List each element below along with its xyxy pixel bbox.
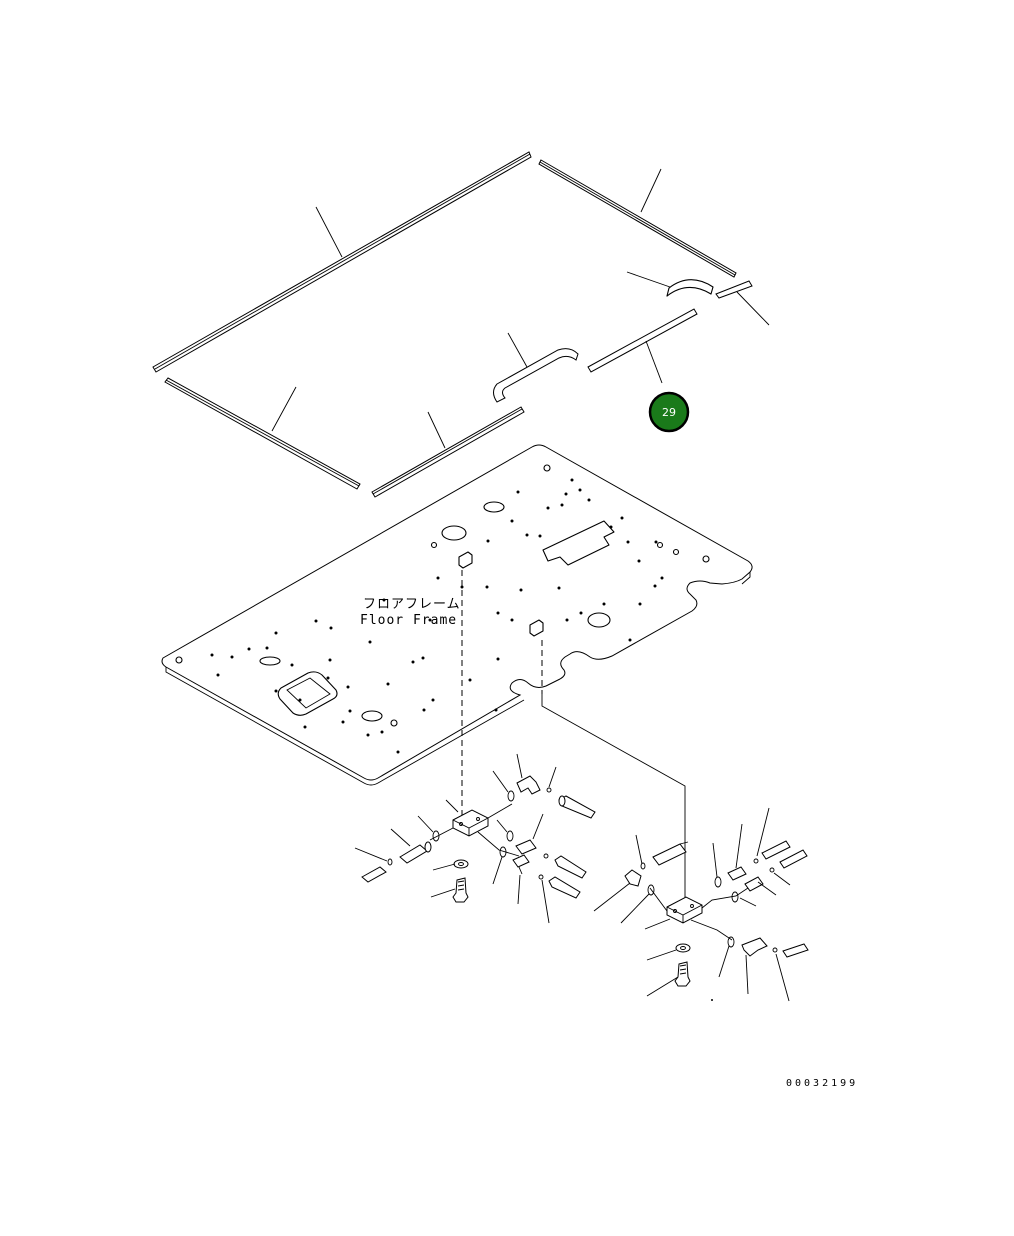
plate-hole xyxy=(428,618,432,622)
plate-hole xyxy=(436,576,440,580)
plate-hole xyxy=(570,478,574,482)
plate-hole xyxy=(431,698,435,702)
floor-frame-label-en: Floor Frame xyxy=(360,613,457,628)
part-callout-29[interactable]: 29 xyxy=(648,391,690,433)
plate-hole xyxy=(329,626,333,630)
plate-hole xyxy=(290,663,294,667)
plate-hole xyxy=(626,540,630,544)
plate-hole xyxy=(396,750,400,754)
plate-hole xyxy=(496,657,500,661)
plate-hole xyxy=(247,647,251,651)
plate-hole xyxy=(346,685,350,689)
plate-hole-dots xyxy=(210,478,664,754)
document-number: 00032199 xyxy=(786,1078,858,1089)
plate-hole xyxy=(494,708,498,712)
plate-hole xyxy=(638,602,642,606)
plate-hole xyxy=(587,498,591,502)
plate-hole xyxy=(538,534,542,538)
right-fitting-assembly xyxy=(624,840,809,987)
plate-hole xyxy=(303,725,307,729)
plate-hole xyxy=(602,602,606,606)
plate-hole xyxy=(328,658,332,662)
plate-hole xyxy=(366,733,370,737)
plate-hole xyxy=(654,540,658,544)
plate-hole xyxy=(653,584,657,588)
plate-hole xyxy=(519,588,523,592)
plate-hole xyxy=(637,559,641,563)
plate-hole xyxy=(486,539,490,543)
right-leader-lines xyxy=(593,807,791,1002)
floor-frame-plate xyxy=(161,444,753,786)
plate-hole xyxy=(609,525,613,529)
plate-hole xyxy=(341,720,345,724)
plate-hole xyxy=(368,640,372,644)
plate-hole xyxy=(274,631,278,635)
seal-strips xyxy=(152,151,753,498)
part-callout-number: 29 xyxy=(662,406,676,419)
left-fitting-assembly xyxy=(361,775,596,903)
plate-hole xyxy=(210,653,214,657)
plate-hole xyxy=(380,730,384,734)
plate-hole xyxy=(620,516,624,520)
plate-hole xyxy=(298,698,302,702)
plate-hole xyxy=(510,618,514,622)
plate-hole xyxy=(560,503,564,507)
plate-hole xyxy=(230,655,234,659)
plate-hole xyxy=(660,576,664,580)
plate-hole xyxy=(557,586,561,590)
plate-hole xyxy=(546,506,550,510)
plate-hole xyxy=(348,709,352,713)
plate-hole xyxy=(510,519,514,523)
plate-hole xyxy=(578,488,582,492)
plate-hole xyxy=(564,492,568,496)
plate-hole xyxy=(579,611,583,615)
plate-hole xyxy=(382,598,386,602)
plate-hole xyxy=(525,533,529,537)
plate-hole xyxy=(422,708,426,712)
plate-hole xyxy=(314,619,318,623)
plate-hole xyxy=(496,611,500,615)
plate-hole xyxy=(468,678,472,682)
plate-hole xyxy=(628,638,632,642)
plate-hole xyxy=(565,618,569,622)
plate-hole xyxy=(516,490,520,494)
plate-hole xyxy=(421,656,425,660)
plate-hole xyxy=(216,673,220,677)
left-leader-lines xyxy=(354,753,557,924)
strip-leader-lines xyxy=(271,168,770,449)
plate-hole xyxy=(326,676,330,680)
plate-hole xyxy=(274,689,278,693)
floor-frame-label-jp: フロアフレーム xyxy=(363,597,461,612)
plate-hole xyxy=(485,585,489,589)
plate-hole xyxy=(386,682,390,686)
plate-hole xyxy=(460,585,464,589)
plate-hole xyxy=(265,646,269,650)
plate-hole xyxy=(411,660,415,664)
